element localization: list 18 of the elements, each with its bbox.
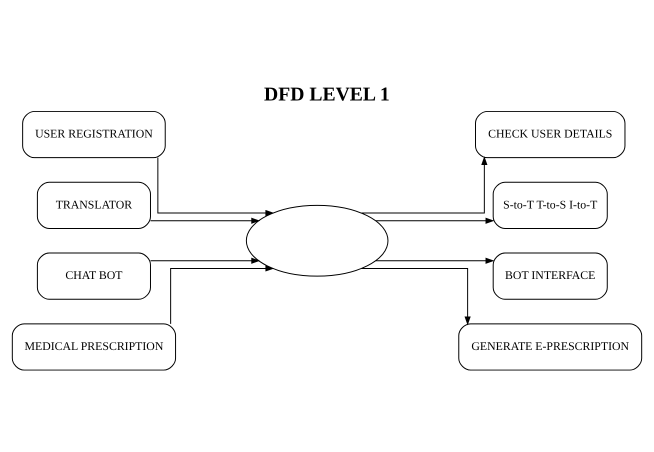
arrow [375, 218, 494, 224]
node-ellipse [246, 204, 388, 277]
diagram-title: DFD LEVEL 1 [264, 84, 390, 106]
arrow [150, 218, 260, 224]
node-box: GENERATE E-PRESCRIPTION [458, 323, 642, 371]
node-box: BOT INTERFACE [492, 252, 608, 300]
arrow [361, 156, 488, 214]
arrow [375, 258, 494, 264]
node-box: MEDICAL PRESCRIPTION [12, 323, 176, 371]
node-box: CHECK USER DETAILS [475, 110, 626, 158]
arrow [150, 258, 260, 264]
arrow [170, 265, 274, 324]
node-box: S-to-T T-to-S I-to-T [492, 182, 608, 229]
node-box: TRANSLATOR [36, 182, 151, 229]
arrow [157, 157, 274, 216]
node-box: CHAT BOT [36, 252, 151, 300]
arrow [361, 268, 471, 326]
node-box: USER REGISTRATION [22, 110, 166, 158]
